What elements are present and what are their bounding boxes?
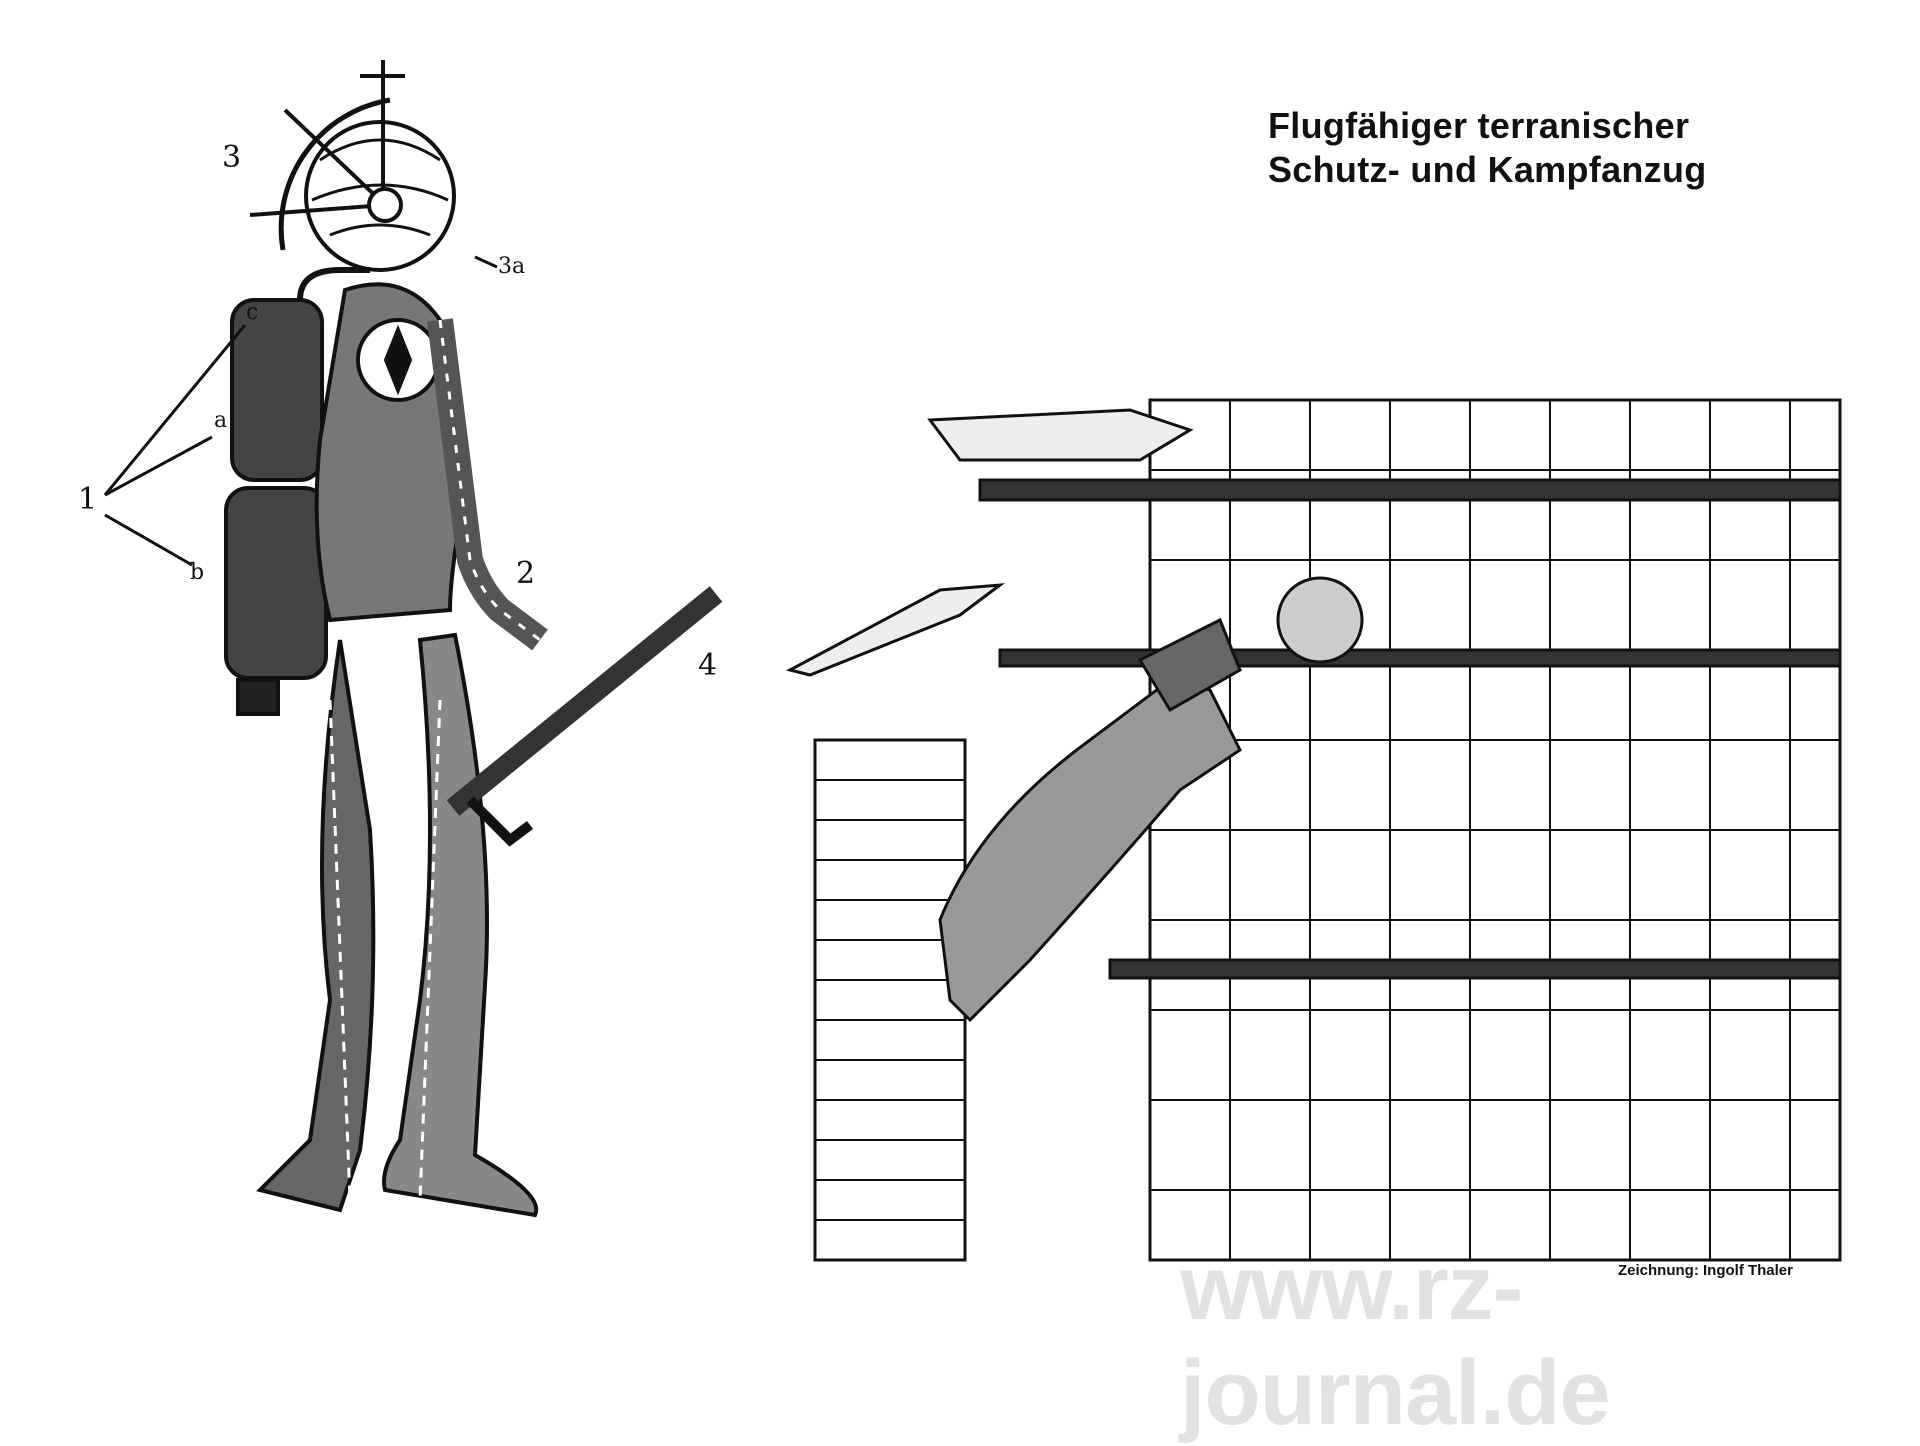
title-line-1: Flugfähiger terranischer bbox=[1268, 105, 1690, 146]
leader-lines bbox=[103, 255, 498, 567]
antenna-arc bbox=[278, 97, 391, 251]
building-left bbox=[813, 738, 967, 1262]
label-3a: 3a bbox=[498, 254, 526, 279]
jet-small bbox=[785, 583, 1006, 677]
flying-figure bbox=[938, 678, 1242, 1023]
backpack-lower bbox=[224, 486, 328, 680]
rifle bbox=[446, 586, 723, 816]
arm bbox=[427, 318, 548, 651]
page-title: Flugfähiger terranischer Schutz- und Kam… bbox=[1268, 104, 1707, 192]
label-3-helmet: 3 bbox=[222, 140, 242, 175]
city-scene bbox=[785, 398, 1842, 1262]
title-line-2: Schutz- und Kampfanzug bbox=[1268, 149, 1707, 190]
illustration bbox=[103, 60, 1842, 1262]
artist-credit: Zeichnung: Ingolf Thaler bbox=[1618, 1262, 1793, 1279]
label-a: a bbox=[214, 408, 228, 433]
leg-front bbox=[382, 632, 539, 1218]
label-c: c bbox=[246, 300, 259, 325]
label-4-rifle: 4 bbox=[698, 648, 718, 683]
aircraft-top bbox=[927, 408, 1194, 462]
backpack-upper bbox=[230, 298, 324, 482]
label-2: 2 bbox=[516, 556, 536, 591]
label-b: b bbox=[190, 560, 205, 585]
leg-back bbox=[256, 639, 376, 1213]
suit-figure bbox=[224, 60, 723, 1218]
label-1-backpack: 1 bbox=[78, 482, 98, 517]
